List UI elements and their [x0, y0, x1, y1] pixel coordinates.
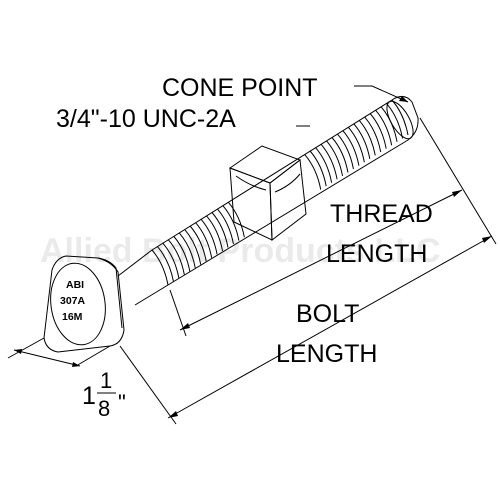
thread-ridge: [178, 232, 196, 269]
thread-ridge: [211, 212, 229, 248]
thread-length-label-1: THREAD: [330, 200, 433, 228]
bolt-length-label-1: BOLT: [296, 300, 359, 328]
thread-ridge: [189, 225, 207, 262]
thread-ridge: [391, 99, 409, 136]
watermark: Allied Bolt Products LLC: [40, 232, 440, 270]
thread-ridge: [184, 229, 202, 265]
thread-ridge: [364, 116, 382, 153]
leader-lines: [296, 85, 409, 127]
thread-ridge: [386, 103, 404, 139]
thread-ridge: [195, 222, 213, 258]
thread-ridge: [342, 130, 360, 166]
thread-ridge: [320, 143, 338, 180]
thread-length-label-2: LENGTH: [326, 240, 427, 268]
head-width-unit: ": [118, 390, 126, 415]
thread-ridge: [326, 140, 344, 177]
head-width-whole: 1: [82, 382, 96, 410]
head-width-numerator: 1: [100, 368, 112, 393]
thread-ridge: [162, 242, 180, 279]
head-width-denominator: 8: [98, 396, 110, 421]
thread-ridge: [200, 218, 218, 255]
head-mark-2: 307A: [60, 295, 86, 307]
bolt-threads: [151, 99, 409, 286]
thread-ridge: [375, 109, 393, 146]
head-width-dimension: [7, 337, 111, 367]
thread-ridge: [217, 208, 234, 245]
thread-ridge: [167, 239, 185, 275]
thread-ridge: [227, 201, 245, 238]
thread-ridge: [173, 236, 191, 272]
thread-ridge: [347, 126, 365, 163]
head-mark-3: 16M: [62, 311, 83, 323]
bolt-shaft: [117, 99, 409, 306]
thread-ridge: [222, 205, 240, 241]
head-width-label: 1 1 8 ": [82, 368, 126, 421]
thread-ridge: [369, 113, 387, 149]
thread-spec-label: 3/4"-10 UNC-2A: [56, 105, 236, 133]
cone-point: [386, 96, 419, 141]
thread-ridge: [304, 154, 322, 190]
square-nut: [228, 145, 307, 241]
thread-ridge: [353, 123, 371, 159]
bolt-length-dimension: [119, 117, 497, 425]
thread-ridge: [331, 137, 349, 173]
thread-ridge: [309, 150, 327, 187]
thread-ridge: [358, 120, 376, 156]
square-head: ABI 307A 16M: [43, 255, 125, 353]
cone-point-label: CONE POINT: [162, 74, 318, 102]
thread-ridge: [315, 147, 333, 183]
thread-ridge: [157, 246, 174, 282]
thread-ridge: [337, 133, 354, 170]
head-mark-1: ABI: [66, 279, 84, 291]
thread-ridge: [151, 249, 169, 286]
thread-ridge: [206, 215, 224, 252]
bolt-length-label-2: LENGTH: [276, 340, 377, 368]
thread-length-dimension: [169, 189, 463, 337]
